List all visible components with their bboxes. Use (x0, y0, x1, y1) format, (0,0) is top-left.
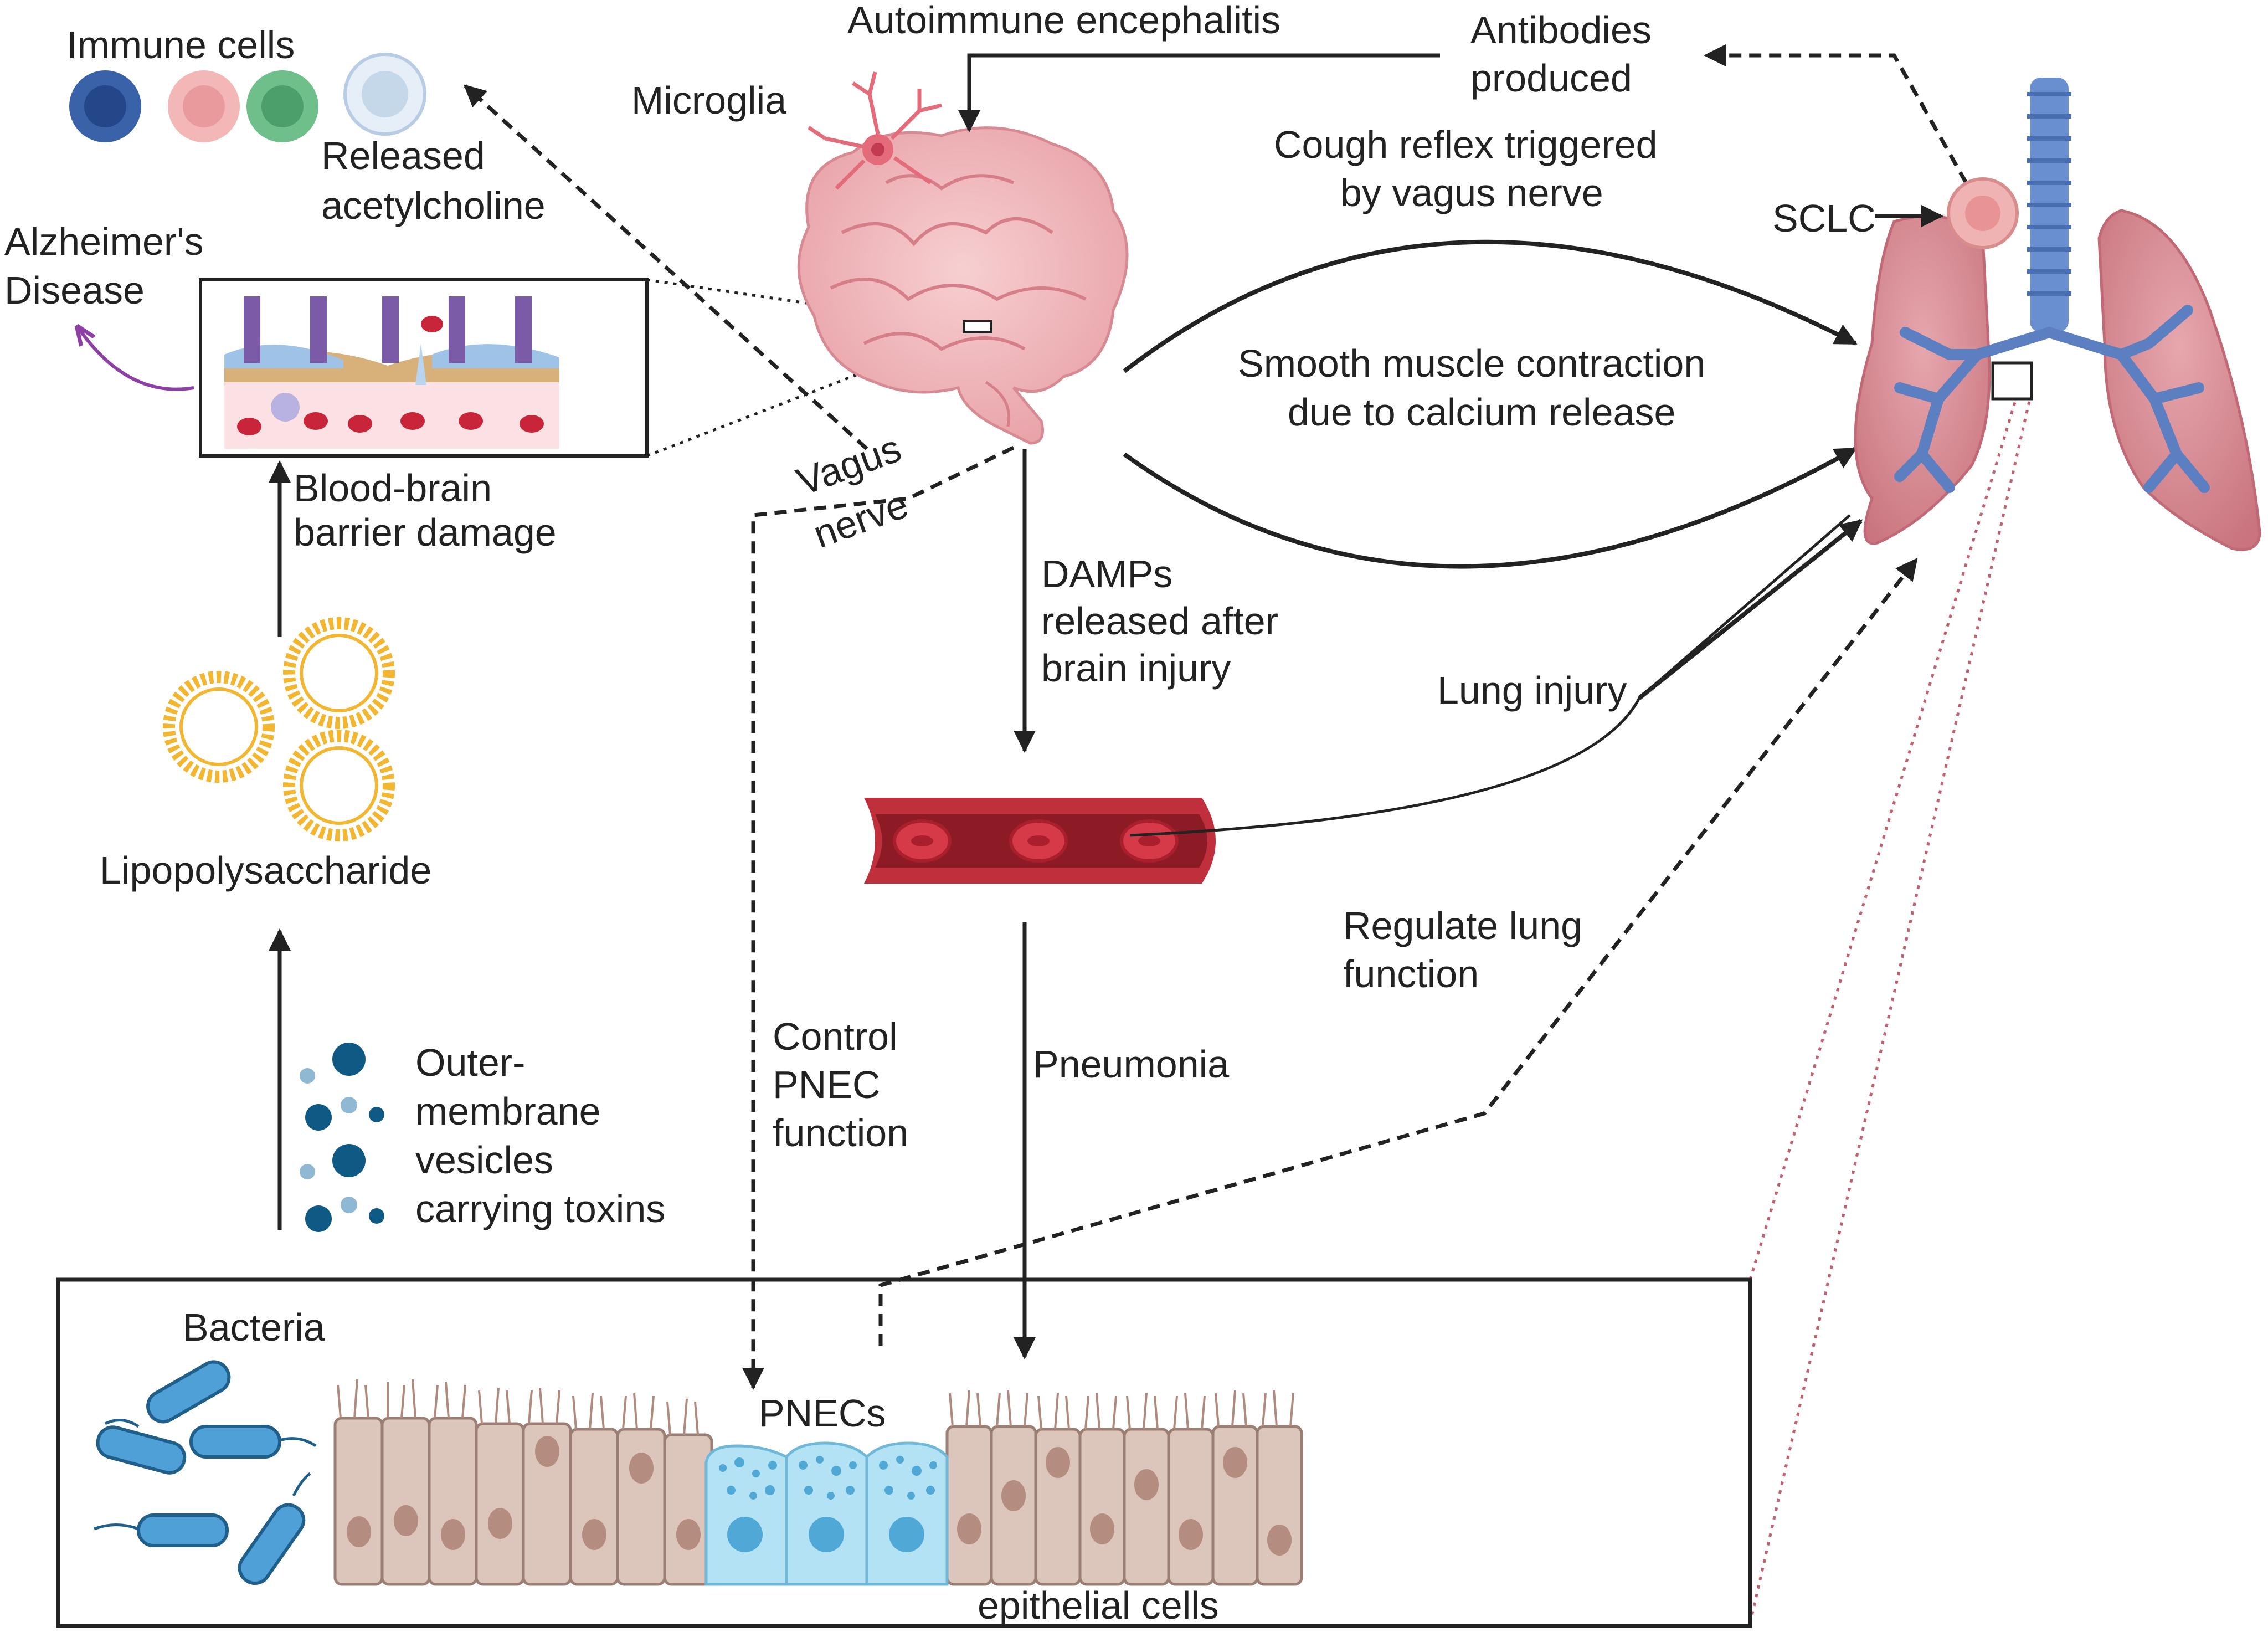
epithelial-label: epithelial cells (978, 1584, 1219, 1627)
bbb-label-2: barrier damage (294, 511, 557, 554)
cough-reflex-arrow (1123, 239, 1858, 373)
control-label-2: PNEC (773, 1063, 880, 1106)
control-label-3: function (773, 1111, 908, 1154)
regulate-lung-arrow (878, 557, 1918, 1346)
immune-cells-label: Immune cells (66, 23, 295, 66)
omv-label-4: carrying toxins (415, 1187, 665, 1230)
zoom-line-lung-top (1748, 398, 2018, 1280)
bbb-label-1: Blood-brain (294, 466, 492, 510)
lps-label: Lipopolysaccharide (100, 849, 431, 892)
blood-vessel-icon (864, 798, 1216, 884)
omv-label-2: membrane (415, 1090, 601, 1133)
microglia-label: Microglia (631, 79, 786, 122)
smooth-muscle-label-2: due to calcium release (1288, 391, 1675, 434)
autoimmune-label: Autoimmune encephalitis (847, 0, 1280, 42)
released-ach-label-1: Released (321, 134, 485, 177)
omv-icon (300, 1043, 384, 1232)
tumor-icon (1947, 177, 2019, 249)
immune-cells-icon (69, 53, 426, 142)
released-ach-label-2: acetylcholine (321, 184, 546, 227)
lung-injury-line (1129, 514, 1851, 837)
pneumonia-label: Pneumonia (1033, 1043, 1229, 1086)
damps-label-2: released after (1041, 599, 1278, 643)
control-label-1: Control (773, 1015, 898, 1058)
bacteria-label: Bacteria (183, 1306, 325, 1349)
smooth-muscle-arrow (1123, 447, 1858, 569)
antibodies-to-brain-arrow (958, 53, 1440, 132)
pnecs-label: PNECs (759, 1392, 886, 1435)
sclc-label: SCLC (1772, 197, 1876, 240)
zoom-line-top (646, 278, 970, 329)
antibodies-label-1: Antibodies (1470, 8, 1652, 52)
epithelium-icon (333, 1379, 1303, 1586)
cough-label-1: Cough reflex triggered (1274, 123, 1658, 166)
microglia-icon (808, 71, 942, 190)
lung-injury-arrow (1638, 519, 1863, 700)
epithelium-box (56, 1277, 1752, 1628)
cough-label-2: by vagus nerve (1340, 171, 1603, 214)
vagus-to-pnec-arrow (742, 445, 1015, 1390)
regulate-label-2: function (1343, 952, 1479, 995)
damps-label-1: DAMPs (1041, 552, 1172, 596)
bbb-icon (199, 278, 649, 458)
omv-label-3: vesicles (415, 1138, 553, 1182)
zoom-line-lung-bottom (1748, 398, 2032, 1624)
sclc-to-antibodies-arrow (1704, 44, 1968, 184)
smooth-muscle-label-1: Smooth muscle contraction (1238, 342, 1705, 385)
lung-injury-label: Lung injury (1437, 669, 1627, 712)
regulate-label-1: Regulate lung (1343, 904, 1582, 947)
lungs-icon (1854, 78, 2261, 551)
omv-label-1: Outer- (415, 1041, 525, 1084)
antibodies-label-2: produced (1470, 57, 1632, 100)
liposome-icon (163, 617, 395, 841)
damps-label-3: brain injury (1041, 646, 1231, 690)
alzheimers-label-1: Alzheimer's (4, 220, 204, 263)
alzheimers-arrow (78, 327, 194, 391)
alzheimers-label-2: Disease (4, 269, 145, 312)
vagus-to-immune-arrow (464, 84, 868, 450)
bacteria-icon (94, 1360, 317, 1585)
brain-icon (797, 126, 1129, 445)
